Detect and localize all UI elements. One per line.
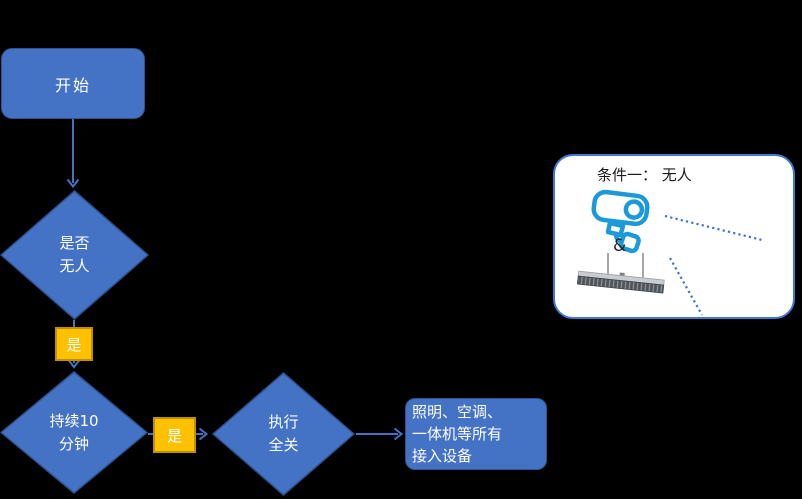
decision-duration-label: 持续10 分钟 bbox=[0, 371, 148, 494]
arrowhead-right-2 bbox=[393, 427, 404, 441]
yes-connector-label-1: 是 bbox=[55, 327, 93, 361]
decision-unmanned-label: 是否 无人 bbox=[0, 190, 149, 320]
label-line: 全关 bbox=[268, 436, 299, 454]
yes-label: 是 bbox=[166, 426, 182, 445]
dotted-line-steep bbox=[669, 257, 703, 316]
decision-execute-node: 执行 全关 bbox=[212, 372, 355, 496]
devices-output-node: 照明、空调、 一体机等所有 接入设备 bbox=[405, 398, 547, 470]
label-line: 分钟 bbox=[58, 434, 89, 453]
decision-execute-label: 执行 全关 bbox=[212, 372, 355, 496]
label-line: 持续10 bbox=[49, 411, 99, 430]
arrowhead-right-1 bbox=[198, 427, 209, 441]
condition-panel-title: 条件一： 无人 bbox=[597, 166, 692, 184]
yes-label: 是 bbox=[66, 335, 82, 354]
label-line: 一体机等所有 bbox=[412, 425, 503, 443]
linear-light-fixture-icon bbox=[576, 252, 669, 300]
label-line: 接入设备 bbox=[412, 447, 473, 465]
arrowhead-down-1 bbox=[66, 178, 80, 189]
label-line: 执行 bbox=[268, 413, 299, 431]
label-line: 照明、空调、 bbox=[412, 403, 503, 421]
decision-duration-node: 持续10 分钟 bbox=[0, 371, 148, 494]
start-label: 开始 bbox=[54, 75, 91, 95]
decision-unmanned-node: 是否 无人 bbox=[0, 190, 149, 320]
cctv-camera-icon bbox=[589, 186, 657, 258]
arrowhead-down-2 bbox=[67, 359, 81, 369]
label-line: 是否 bbox=[59, 234, 90, 252]
yes-connector-label-2: 是 bbox=[153, 417, 196, 453]
start-node: 开始 bbox=[1, 48, 145, 119]
dotted-line-shallow bbox=[664, 214, 763, 242]
ampersand-label: & bbox=[613, 236, 627, 256]
condition-panel: 条件一： 无人 & bbox=[553, 154, 795, 319]
label-line: 无人 bbox=[59, 257, 90, 275]
